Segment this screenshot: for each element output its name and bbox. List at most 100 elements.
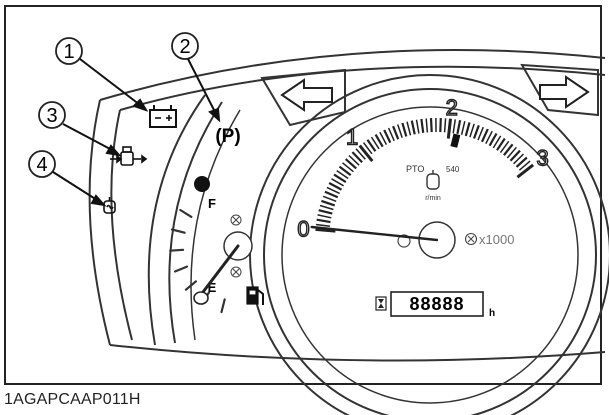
- fuel-scale-tick: [169, 248, 185, 252]
- tach-minor-tick: [348, 154, 360, 166]
- tachometer-multiplier: x1000: [464, 232, 514, 247]
- tach-minor-tick: [485, 130, 493, 145]
- fuel-empty-label: E: [208, 280, 217, 295]
- figure-border: [4, 5, 602, 385]
- tach-minor-tick: [374, 134, 384, 148]
- tach-minor-tick: [452, 119, 457, 134]
- tach-minor-tick: [472, 125, 480, 139]
- pto-value: 540: [446, 165, 460, 174]
- tach-minor-tick: [326, 186, 340, 195]
- hour-meter: 88888 h: [375, 291, 495, 319]
- fuel-needle-tip: [193, 291, 209, 305]
- tach-minor-tick: [425, 118, 429, 133]
- tach-minor-tick: [383, 129, 392, 144]
- tach-minor-tick: [420, 118, 425, 134]
- tach-minor-tick: [499, 140, 510, 154]
- tach-minor-tick: [370, 136, 380, 150]
- tach-minor-tick: [506, 146, 517, 159]
- tach-minor-tick: [439, 118, 442, 133]
- pto-speed-icon: [426, 170, 440, 190]
- tach-minor-tick: [415, 119, 420, 134]
- tach-minor-tick: [319, 204, 334, 211]
- callout-4-number: 4: [36, 154, 47, 176]
- tach-minor-tick: [362, 142, 373, 155]
- fuel-scale-tick: [179, 208, 193, 218]
- fuel-scale-tick: [173, 265, 189, 273]
- tach-minor-tick: [316, 218, 331, 224]
- tach-minor-tick: [477, 126, 484, 141]
- tach-minor-tick: [324, 190, 339, 199]
- tach-minor-tick: [318, 209, 333, 215]
- tach-minor-tick: [333, 173, 347, 184]
- hour-meter-digits: 88888: [409, 294, 464, 314]
- tach-minor-tick: [488, 132, 498, 147]
- tachometer-bezel: [249, 74, 609, 415]
- callout-2: 2: [171, 32, 199, 60]
- multiplier-text: x1000: [479, 232, 514, 247]
- tach-minor-tick: [480, 128, 489, 143]
- tach-minor-tick: [379, 131, 388, 145]
- callout-2-number: 2: [179, 36, 190, 58]
- pto-unit: r/min: [425, 195, 441, 202]
- tach-major-tick: [446, 118, 452, 139]
- tach-minor-tick: [321, 199, 336, 207]
- tach-minor-tick: [496, 137, 506, 151]
- tach-minor-tick: [351, 151, 363, 163]
- fuel-scale-tick: [220, 298, 226, 314]
- callout-4: 4: [28, 150, 56, 178]
- fuel-gauge-needle: [198, 244, 240, 298]
- tach-scale-label: 0: [297, 216, 309, 241]
- tach-major-tick: [516, 163, 535, 179]
- parking-brake-icon: (P): [215, 126, 240, 147]
- tach-minor-tick: [515, 156, 528, 168]
- hour-meter-display: [390, 291, 484, 317]
- tach-minor-tick: [492, 135, 502, 149]
- tach-minor-tick: [429, 118, 433, 133]
- tach-minor-tick: [406, 121, 412, 136]
- right-turn-arrow-icon: [539, 75, 590, 109]
- tach-scale-label: 3: [536, 146, 548, 171]
- battery-icon: [149, 105, 177, 128]
- callout-3: 3: [38, 101, 66, 129]
- tach-scale-label: 2: [446, 95, 458, 120]
- hour-meter-hourglass-icon: [375, 296, 387, 311]
- tach-minor-tick: [342, 162, 354, 173]
- tach-minor-tick: [469, 123, 475, 138]
- tach-minor-tick: [443, 118, 447, 133]
- callout-1-number: 1: [63, 41, 74, 63]
- tach-minor-tick: [355, 148, 366, 160]
- tach-minor-tick: [464, 122, 471, 137]
- panel-outline: [88, 49, 606, 362]
- tach-major-tick: [315, 227, 336, 233]
- figure-caption: 1AGAPCAAP011H: [4, 391, 141, 408]
- tach-minor-tick: [401, 122, 408, 137]
- leader-lines: [52, 58, 221, 207]
- callout-1: 1: [55, 37, 83, 65]
- fuel-gauge-bezel: [147, 94, 241, 346]
- tach-minor-tick: [387, 127, 395, 142]
- fuel-gauge-screws: [230, 214, 242, 278]
- tach-major-tick: [358, 144, 374, 163]
- tach-minor-tick: [331, 178, 344, 187]
- oil-pressure-icon: [110, 146, 148, 166]
- tach-scale-label: 1: [346, 124, 358, 149]
- tach-minor-tick: [509, 149, 521, 162]
- tach-minor-tick: [410, 120, 416, 135]
- tachometer-scale: [315, 117, 535, 233]
- tach-minor-tick: [456, 119, 462, 135]
- tach-minor-tick: [396, 124, 403, 139]
- glow-plug-icon: [103, 197, 116, 214]
- tach-minor-tick: [344, 158, 357, 170]
- callout-3-number: 3: [46, 105, 57, 127]
- tach-minor-tick: [392, 125, 400, 140]
- pto-marker: [450, 133, 461, 148]
- pto-label: PTO: [406, 164, 424, 174]
- tachometer-scale-labels: 0 1 2 3: [297, 94, 550, 242]
- fuel-scale-tick: [184, 280, 197, 291]
- hour-meter-unit: h: [489, 308, 495, 319]
- tach-minor-tick: [336, 169, 349, 180]
- tach-minor-tick: [328, 182, 343, 191]
- tach-minor-tick: [366, 139, 377, 152]
